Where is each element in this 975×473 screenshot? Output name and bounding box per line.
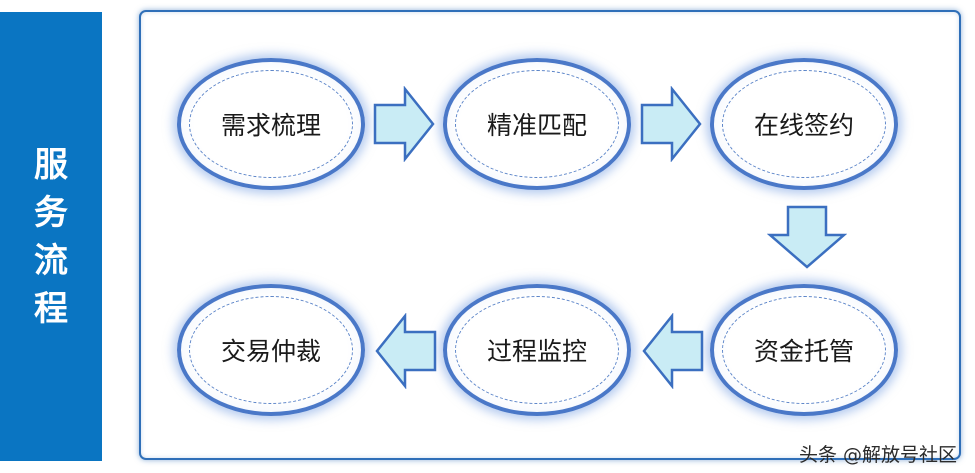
step-label-6: 交易仲裁	[220, 337, 321, 366]
step-label-4: 资金托管	[753, 337, 854, 366]
step-label-5: 过程监控	[486, 337, 587, 366]
step-label-3: 在线签约	[753, 111, 854, 140]
step-node-5: 过程监控	[443, 284, 631, 416]
arrow-right-icon	[373, 86, 435, 162]
step-node-6: 交易仲裁	[177, 284, 365, 416]
step-node-4: 资金托管	[710, 284, 898, 416]
arrow-down-icon	[767, 205, 847, 269]
arrow-right-icon	[640, 86, 702, 162]
step-node-3: 在线签约	[710, 58, 898, 190]
watermark: 头条 @解放号社区	[798, 444, 957, 466]
arrow-left-icon	[642, 313, 704, 389]
step-node-2: 精准匹配	[443, 58, 631, 190]
side-title: 服务流程	[34, 144, 68, 329]
step-label-2: 精准匹配	[486, 111, 587, 140]
step-node-1: 需求梳理	[177, 58, 365, 190]
side-band: 服务流程	[0, 12, 102, 461]
arrow-left-icon	[375, 313, 437, 389]
step-label-1: 需求梳理	[220, 111, 321, 140]
